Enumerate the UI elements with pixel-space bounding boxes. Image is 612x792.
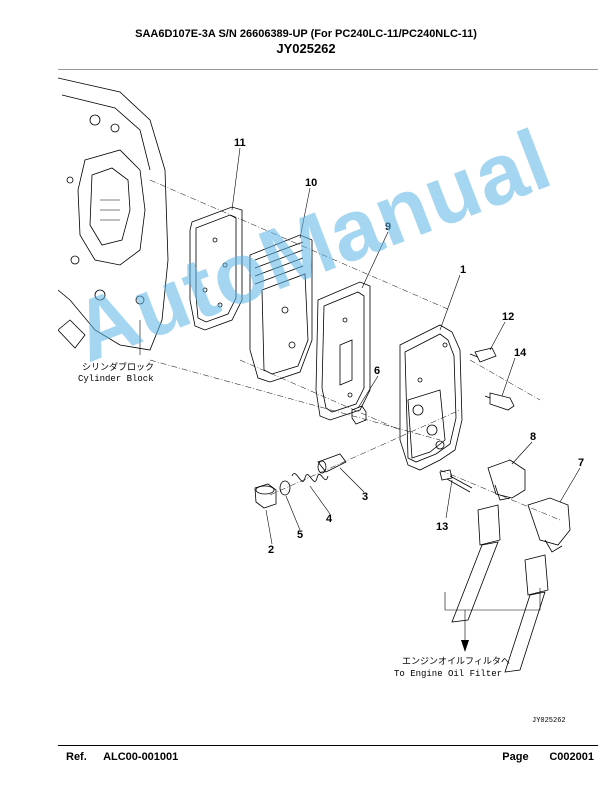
oil-filter-bracket — [444, 588, 541, 645]
page-label: Page — [502, 751, 529, 763]
part-14-bolt — [484, 392, 515, 411]
drawing-number: JY025262 — [532, 717, 566, 725]
part-12-bolt — [469, 347, 497, 363]
part-5-o-ring — [279, 480, 291, 496]
callout-3: 3 — [362, 491, 368, 503]
exploded-parts-diagram: 11 10 9 1 12 14 6 8 7 3 4 13 5 2 シリンダブロッ… — [58, 77, 584, 725]
callout-6: 6 — [374, 365, 380, 377]
callout-4: 4 — [326, 513, 333, 525]
part-4-spring — [291, 473, 329, 482]
cylinder-block-illustration — [58, 77, 169, 351]
callout-8: 8 — [530, 431, 536, 443]
part-8-fitting — [487, 459, 526, 501]
callout-leaders — [231, 147, 581, 545]
part-11-gasket — [189, 206, 243, 331]
cylinder-block-label-en: Cylinder Block — [78, 374, 154, 384]
part-13-bolt — [439, 469, 473, 493]
callout-5: 5 — [297, 529, 303, 541]
part-7-fitting — [527, 497, 571, 553]
ref-value: ALC00-001001 — [103, 751, 179, 763]
part-9-gasket — [315, 281, 371, 421]
callout-11: 11 — [234, 137, 246, 149]
callout-13: 13 — [436, 521, 448, 533]
page-header: SAA6D107E-3A S/N 26606389-UP (For PC240L… — [0, 28, 612, 56]
footer-divider — [58, 745, 598, 746]
document-title: SAA6D107E-3A S/N 26606389-UP (For PC240L… — [135, 28, 477, 40]
part-1-cooler-cover — [399, 324, 463, 471]
figure-code: JY025262 — [276, 41, 336, 56]
header-divider — [58, 69, 598, 70]
callout-12: 12 — [502, 311, 514, 323]
footer-reference: Ref. ALC00-001001 — [66, 750, 178, 764]
down-arrow-icon — [461, 640, 469, 652]
part-2-plug — [254, 483, 277, 509]
part-3-valve — [317, 453, 347, 474]
oil-filter-label-en: To Engine Oil Filter — [394, 669, 502, 679]
callout-2: 2 — [268, 544, 274, 556]
page-value: C002001 — [549, 751, 594, 763]
ref-label: Ref. — [66, 751, 87, 763]
callout-1: 1 — [460, 264, 466, 276]
callout-10: 10 — [305, 177, 317, 189]
part-10-cooler-element — [249, 234, 313, 383]
callout-9: 9 — [385, 221, 391, 233]
footer-page: Page C002001 — [502, 750, 594, 764]
callout-7: 7 — [578, 457, 584, 469]
part-6-plug — [351, 405, 367, 425]
callout-14: 14 — [514, 347, 527, 359]
cylinder-block-label-jp: シリンダブロック — [82, 361, 154, 373]
oil-filter-label-jp: エンジンオイルフィルタへ — [402, 656, 510, 667]
